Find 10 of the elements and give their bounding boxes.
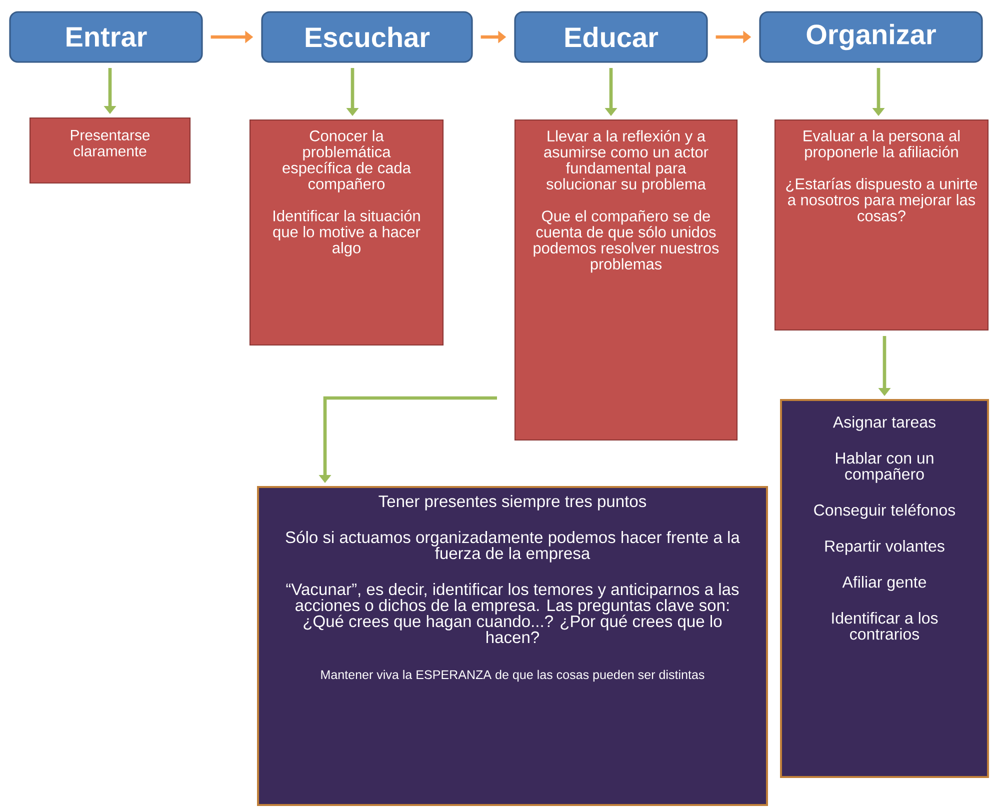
step-box: Entrar [9,11,203,63]
list-box: Asignar tareas Hablar con un compañero Conseguir teléfonos Repartir volantes Afiliar gente Identificar a los contrarios [780,399,989,778]
description-box: Llevar a la reflexión y a asumirse como un actor fundamental para solucionar su problema Que el compañero se de cuenta de que sólo unidos podemos resolver nuestros problemas [514,119,738,441]
step-box: Organizar [759,11,983,63]
description-box: Presentarse claramente [29,117,191,184]
step-box: Educar [514,11,708,63]
step-box: Escuchar [261,11,473,63]
description-box: Conocer la problemática específica de cada compañero Identificar la situación que lo motive a hacer algo [249,119,444,346]
list-box: Tener presentes siempre tres puntos Sólo si actuamos organizadamente podemos hacer frente a la fuerza de la empresa “Vacunar”, es decir, identificar los temores y anticiparnos a las acciones o dichos de la empresa. Las preguntas clave son: ¿Qué crees que hagan cuando...? ¿Por qué crees que lo hacen? Mantener viva la ESPERANZA de que las cosas pueden ser distintas [257,486,768,806]
description-box: Evaluar a la persona al proponerle la afiliación ¿Estarías dispuesto a unirte a nosotros para mejorar las cosas? [774,119,989,331]
